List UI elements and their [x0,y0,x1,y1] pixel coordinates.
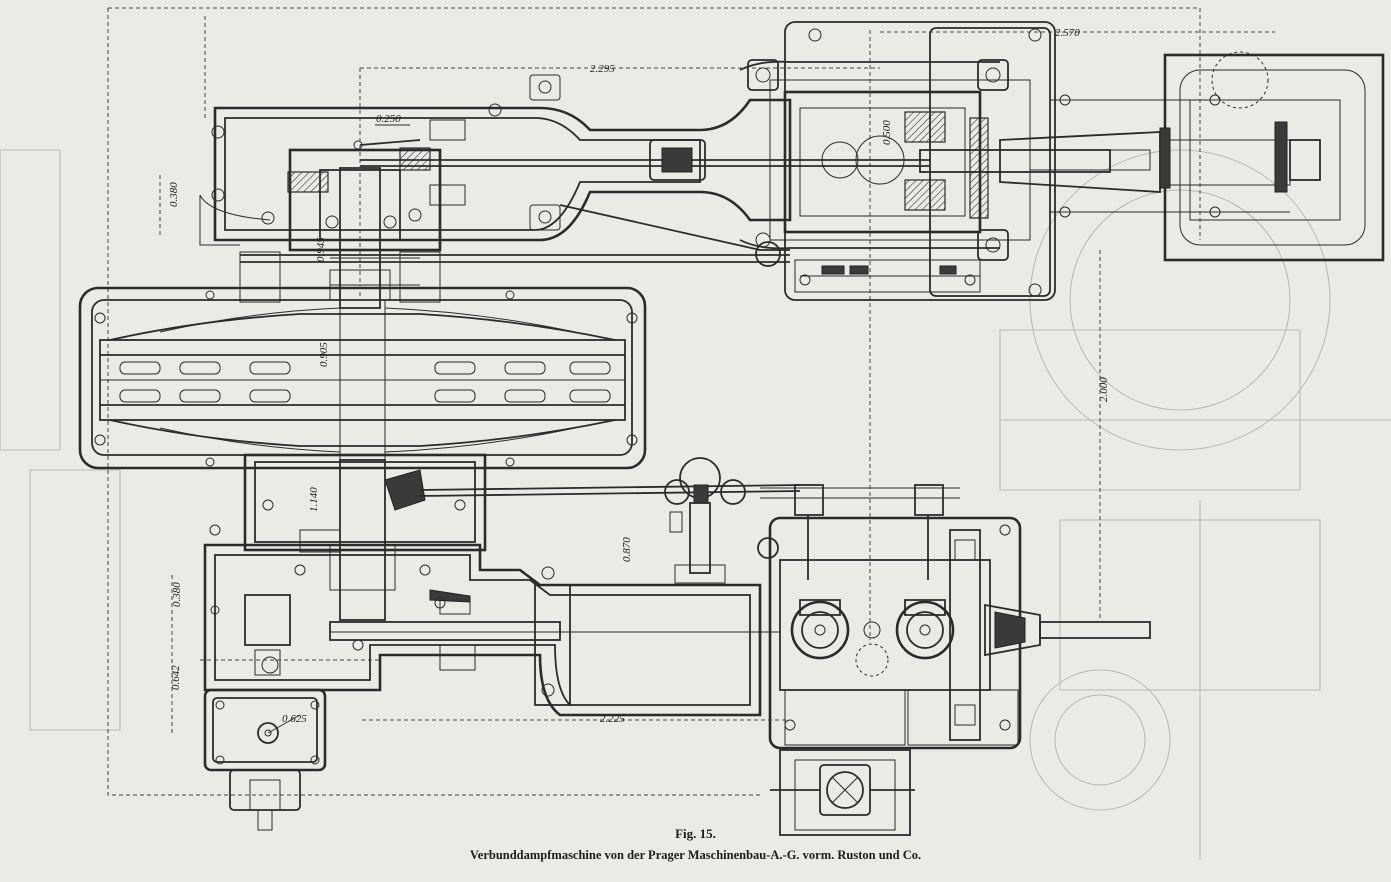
upper-frame [211,74,930,267]
background-showthrough [0,149,1391,860]
flywheel [78,286,647,470]
dim-0945: 0.945 [315,237,327,262]
outline-dashed [107,7,1201,796]
lower-frame [203,453,801,717]
dimension-labels: 2.570 2.295 0.250 0.500 0.380 0.945 0.90… [168,27,1110,725]
air-pump [203,688,327,831]
flywheel-slots [119,361,611,403]
dim-0905: 0.905 [318,342,330,367]
lp-cylinder [757,484,1151,750]
governor [664,457,746,584]
cylinder-housing [739,21,1056,301]
dim-0380-lower: 0.380 [171,582,183,607]
dim-0380-upper: 0.380 [168,182,180,207]
dim-2225: 2.225 [600,713,625,725]
dim-2295: 2.295 [590,63,615,75]
dim-1140: 1.140 [308,487,320,512]
dim-0625: 0.625 [282,713,307,725]
upper-bearing [199,139,442,309]
dim-0500: 0.500 [881,120,893,145]
pump-box [770,749,915,836]
piston-rod [919,51,1385,262]
figure-label: Fig. 15. [675,826,716,841]
dim-2000: 2.000 [1098,377,1110,402]
dimension-lines [159,31,1275,735]
dim-0870: 0.870 [621,537,633,562]
figure-caption: Fig. 15. Verbunddampfmaschine von der Pr… [0,826,1391,863]
figure-title: Verbunddampfmaschine von der Prager Masc… [469,848,922,862]
dim-0642: 0.642 [170,665,182,690]
dim-2570: 2.570 [1055,27,1080,39]
dim-0250: 0.250 [376,113,401,125]
